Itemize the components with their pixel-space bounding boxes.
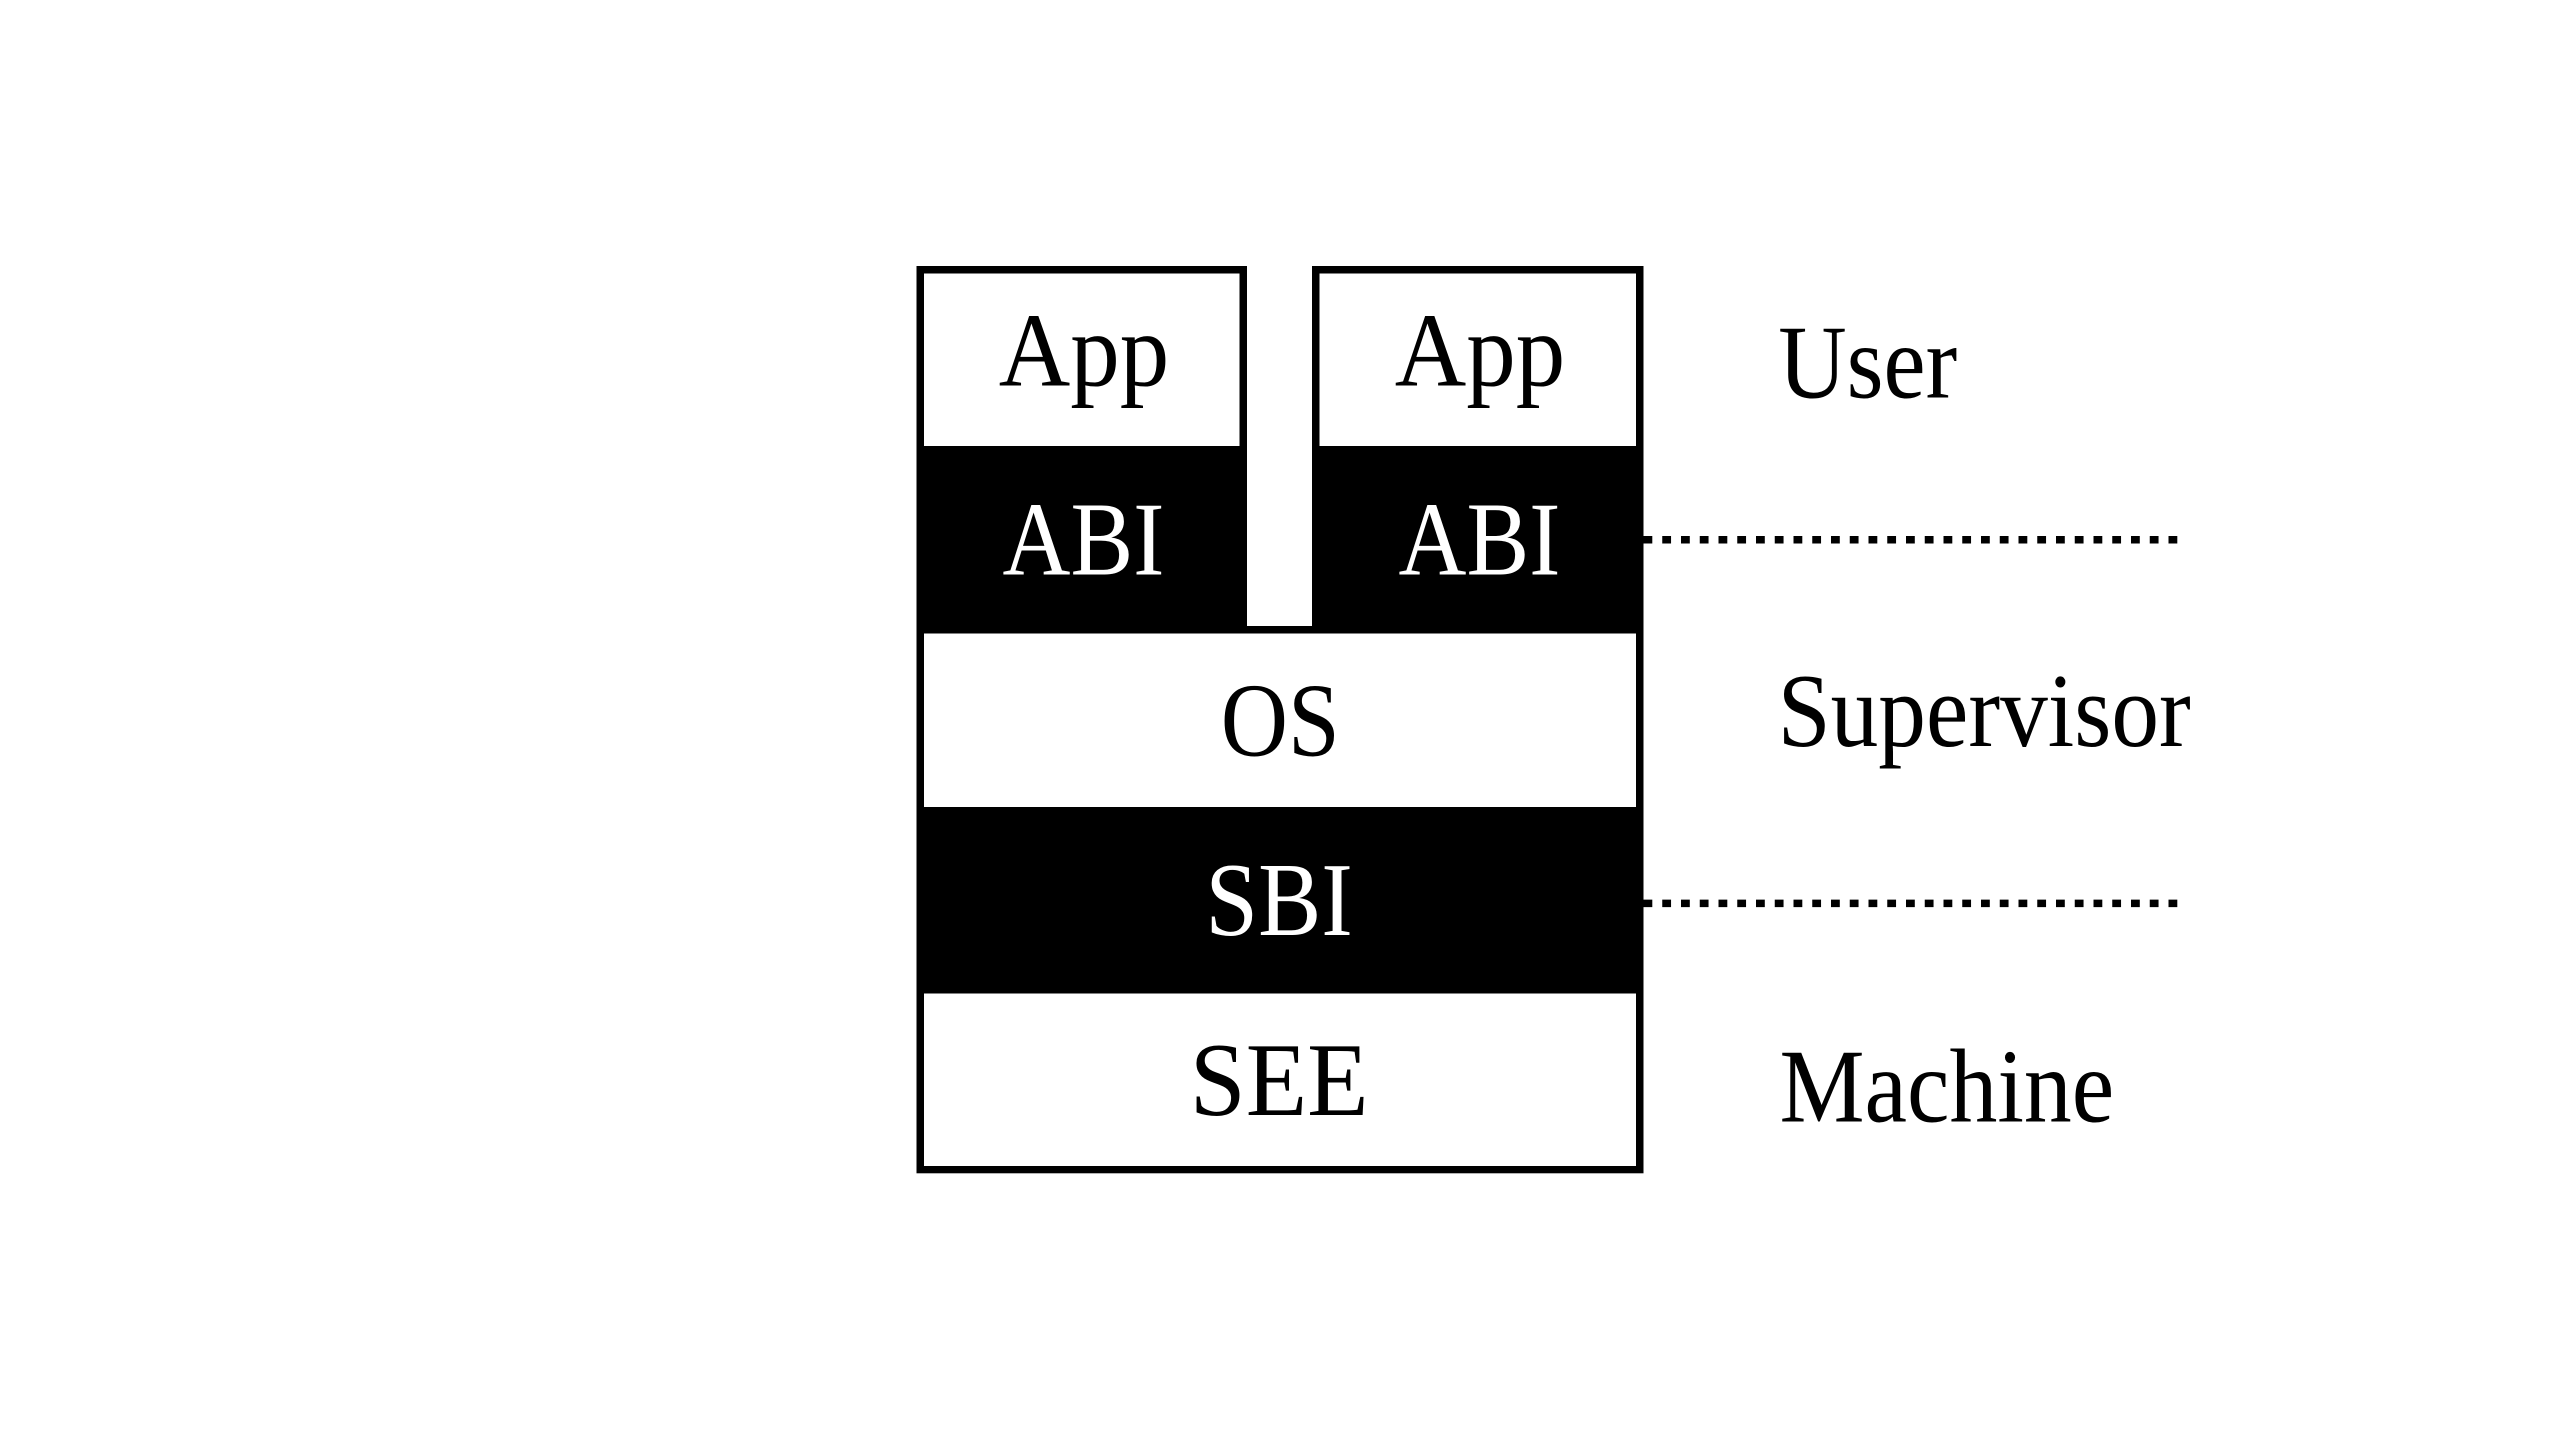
svg-text:Machine: Machine <box>1780 1027 2115 1144</box>
svg-text:App: App <box>999 292 1170 409</box>
svg-text:SBI: SBI <box>1205 841 1352 958</box>
svg-text:User: User <box>1778 304 1957 421</box>
svg-text:ABI: ABI <box>1003 481 1165 598</box>
svg-text:ABI: ABI <box>1399 481 1561 598</box>
svg-text:SEE: SEE <box>1190 1021 1369 1138</box>
svg-text:Supervisor: Supervisor <box>1778 652 2191 769</box>
svg-text:App: App <box>1395 292 1566 409</box>
svg-text:OS: OS <box>1221 662 1340 779</box>
